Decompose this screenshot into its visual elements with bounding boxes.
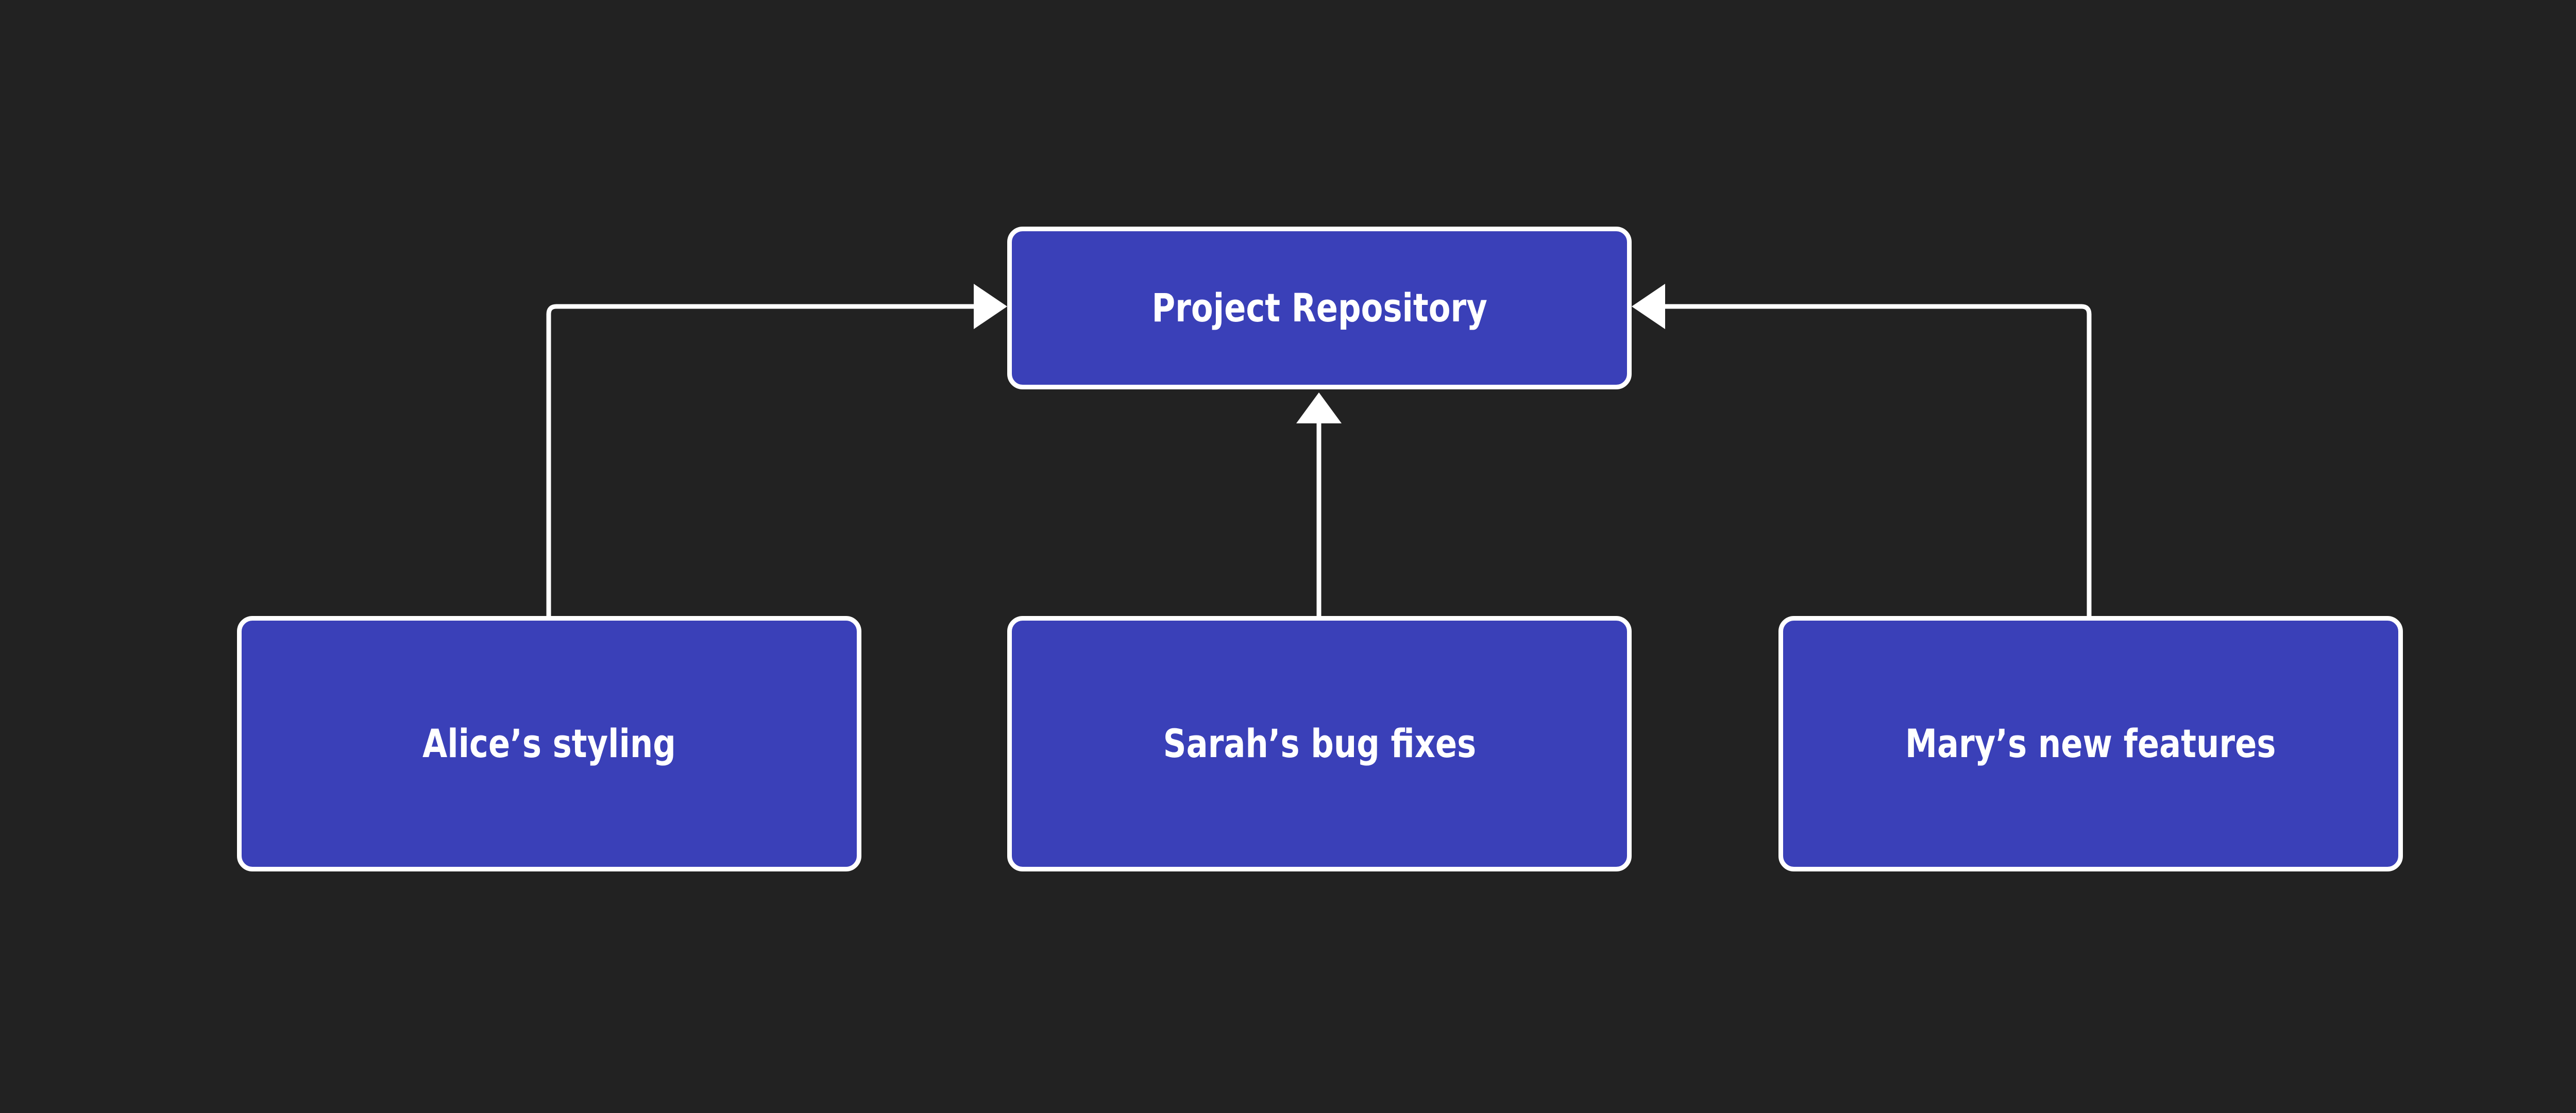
node-sarah-bug-fixes-label: Sarah’s bug fixes: [1163, 721, 1476, 766]
node-mary-new-features-label: Mary’s new features: [1905, 721, 2276, 766]
edge-alice-to-repository: [546, 284, 1007, 616]
edge-mary-path: [1659, 304, 2092, 616]
node-alice-styling[interactable]: Alice’s styling: [237, 616, 861, 871]
node-mary-new-features[interactable]: Mary’s new features: [1778, 616, 2403, 871]
node-sarah-bug-fixes[interactable]: Sarah’s bug fixes: [1007, 616, 1632, 871]
node-alice-styling-label: Alice’s styling: [422, 721, 676, 766]
edge-mary-arrowhead: [1632, 284, 1665, 329]
edge-alice-arrowhead: [974, 284, 1007, 329]
edge-mary-to-repository: [1632, 284, 2092, 616]
edge-sarah-arrowhead: [1296, 392, 1342, 423]
node-project-repository-label: Project Repository: [1151, 285, 1487, 331]
node-project-repository[interactable]: Project Repository: [1007, 227, 1632, 389]
edge-alice-path: [546, 304, 980, 616]
edge-sarah-to-repository: [1296, 392, 1342, 616]
